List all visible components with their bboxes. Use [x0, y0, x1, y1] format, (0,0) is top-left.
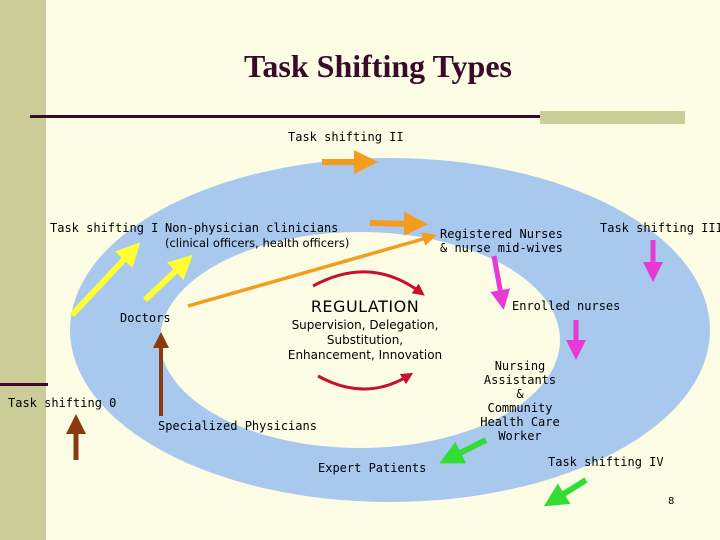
- label-non-physician-clinicians: Non-physician clinicians: [165, 221, 339, 235]
- slide-title: Task Shifting Types: [244, 48, 512, 84]
- ts4-arrow: [543, 477, 588, 507]
- label-task-shifting-iv: Task shifting IV: [548, 455, 664, 469]
- label-line: Nursing: [494, 359, 546, 373]
- nurses-to-enrolled-arrow: [490, 255, 511, 310]
- regulation-description: Supervision, Delegation, Substitution, E…: [270, 318, 460, 363]
- label-line: Worker: [498, 429, 542, 443]
- label-non-physician-examples: (clinical officers, health officers): [165, 236, 350, 250]
- label-nursing-assistants-chw: Nursing Assistants & Community Health Ca…: [470, 359, 570, 443]
- label-specialized-physicians: Specialized Physicians: [158, 419, 317, 433]
- divider-accent-block: [540, 111, 685, 124]
- label-line: &: [516, 387, 524, 401]
- left-sidebar-band: [0, 0, 46, 540]
- regulation-cycle-top-arrow: [312, 270, 425, 296]
- regulation-line: Supervision, Delegation,: [291, 318, 439, 332]
- title-divider: [30, 115, 685, 118]
- doctors-to-nurses-arrow: [187, 232, 437, 308]
- label-task-shifting-iii: Task shifting III: [600, 221, 720, 235]
- ts1-arrow-right: [142, 254, 193, 303]
- ts1-arrow-left: [69, 242, 141, 318]
- regulation-heading: REGULATION: [310, 297, 420, 316]
- sidebar-divider: [0, 383, 48, 386]
- label-registered-nurses: Registered Nurses: [440, 227, 563, 241]
- nonphysician-to-nurses-arrow: [369, 211, 428, 236]
- label-nurse-midwives: & nurse mid-wives: [440, 241, 563, 255]
- regulation-line: Substitution,: [326, 333, 404, 347]
- assistants-to-expert-arrow: [439, 437, 488, 464]
- label-line: Health Care: [480, 415, 560, 429]
- regulation-line: Enhancement, Innovation: [287, 348, 443, 362]
- label-task-shifting-0: Task shifting 0: [8, 396, 117, 410]
- label-line: Community: [487, 401, 553, 415]
- page-number: 8: [668, 496, 675, 507]
- regulation-cycle-bottom-arrow: [317, 372, 414, 391]
- label-task-shifting-i: Task shifting I: [50, 221, 159, 235]
- label-line: Assistants: [483, 373, 557, 387]
- label-task-shifting-ii: Task shifting II: [288, 130, 404, 144]
- label-expert-patients: Expert Patients: [318, 461, 427, 475]
- label-doctors: Doctors: [120, 311, 171, 325]
- label-enrolled-nurses: Enrolled nurses: [512, 299, 621, 313]
